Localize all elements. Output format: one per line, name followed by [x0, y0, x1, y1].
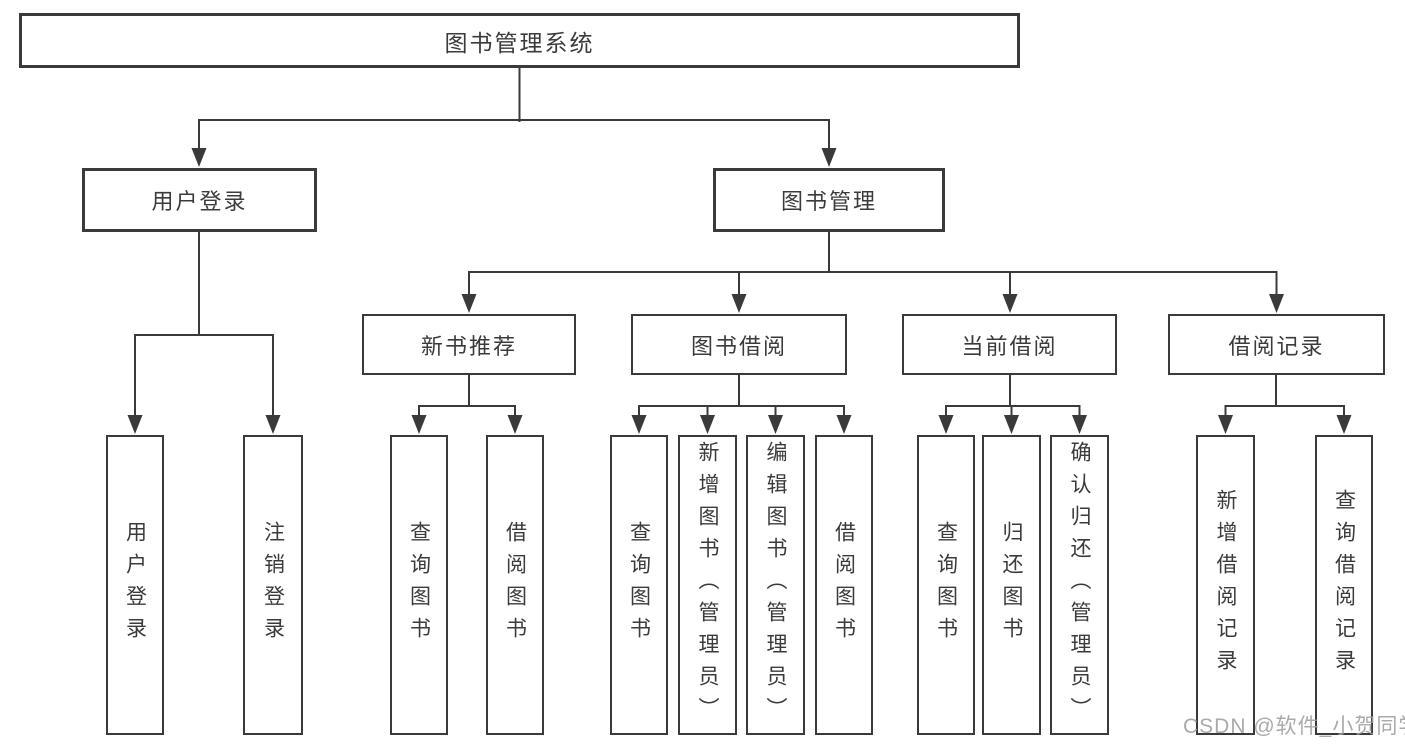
leaf-logout: 注销登录 [243, 435, 303, 735]
leaf-add-books-admin-label: 新增图书（管理员） [696, 441, 719, 729]
leaf-query-borrow-record: 查询借阅记录 [1315, 435, 1373, 735]
leaf-logout-label: 注销登录 [261, 521, 285, 649]
leaf-query-books-current-label: 查询图书 [934, 521, 958, 649]
leaf-return-books: 归还图书 [982, 435, 1041, 735]
watermark: CSDN @软件_小贺同学 [1183, 715, 1405, 738]
node-new-book-recommendation: 新书推荐 [362, 314, 576, 375]
leaf-query-books-borrow: 查询图书 [610, 435, 668, 735]
leaf-user-login-label: 用户登录 [123, 521, 147, 649]
leaf-query-books-borrow-label: 查询图书 [627, 521, 651, 649]
node-book-management: 图书管理 [713, 168, 945, 232]
leaf-borrow-books-recommend: 借阅图书 [486, 435, 544, 735]
leaf-add-borrow-record-label: 新增借阅记录 [1214, 489, 1237, 681]
leaf-query-books-current: 查询图书 [917, 435, 975, 735]
leaf-user-login: 用户登录 [106, 435, 164, 735]
node-library-management-system: 图书管理系统 [19, 13, 1020, 68]
leaf-borrow-books-recommend-label: 借阅图书 [503, 521, 527, 649]
leaf-add-borrow-record: 新增借阅记录 [1196, 435, 1255, 735]
leaf-query-books-recommend-label: 查询图书 [407, 521, 431, 649]
leaf-query-borrow-record-label: 查询借阅记录 [1332, 489, 1356, 681]
leaf-add-books-admin: 新增图书（管理员） [678, 435, 737, 735]
leaf-borrow-books-borrow: 借阅图书 [815, 435, 873, 735]
leaf-edit-books-admin-label: 编辑图书（管理员） [764, 441, 787, 729]
node-user-login: 用户登录 [82, 168, 317, 232]
leaf-borrow-books-borrow-label: 借阅图书 [832, 521, 856, 649]
leaf-confirm-return-admin-label: 确认归还（管理员） [1068, 441, 1091, 729]
node-book-borrowing: 图书借阅 [631, 314, 847, 375]
leaf-confirm-return-admin: 确认归还（管理员） [1050, 435, 1109, 735]
leaf-query-books-recommend: 查询图书 [390, 435, 448, 735]
leaf-edit-books-admin: 编辑图书（管理员） [746, 435, 805, 735]
node-borrowing-records: 借阅记录 [1168, 314, 1385, 375]
node-current-borrowing: 当前借阅 [902, 314, 1117, 375]
leaf-return-books-label: 归还图书 [1000, 521, 1023, 649]
